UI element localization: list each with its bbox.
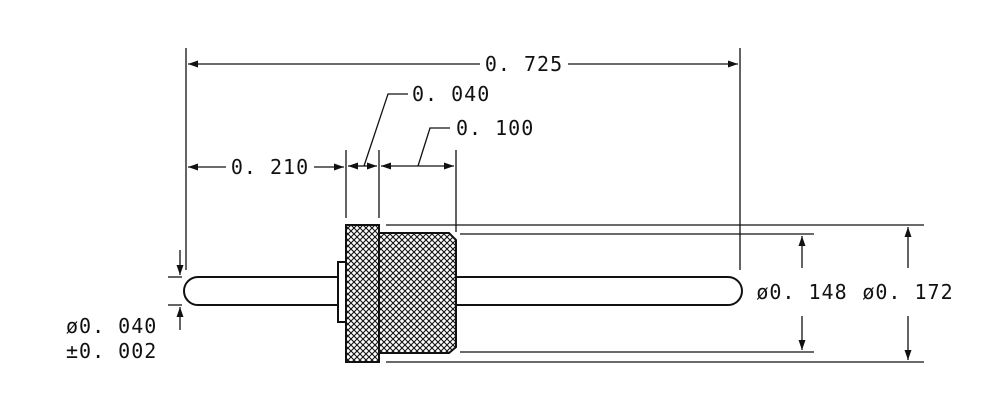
pin-diameter-label: ø0. 040	[66, 314, 157, 338]
body-width-label: 0. 100	[456, 116, 534, 140]
dimension-labels: 0. 725 0. 210 0. 040 0. 100 ø0. 148 ø0. …	[66, 52, 953, 363]
knurled-flange	[345, 224, 380, 363]
extension-lines	[168, 48, 924, 363]
knurled-body	[378, 232, 457, 354]
dimension-lines	[176, 60, 912, 360]
flange-diameter-label: ø0. 172	[862, 280, 953, 304]
pin-part	[183, 224, 743, 363]
pin-shaft	[183, 276, 743, 306]
pin-tolerance-label: ±0. 002	[66, 339, 157, 363]
body-diameter-label: ø0. 148	[756, 280, 847, 304]
overall-length-label: 0. 725	[485, 52, 563, 76]
flange-width-label: 0. 040	[412, 82, 490, 106]
pin-length-left-label: 0. 210	[231, 155, 309, 179]
